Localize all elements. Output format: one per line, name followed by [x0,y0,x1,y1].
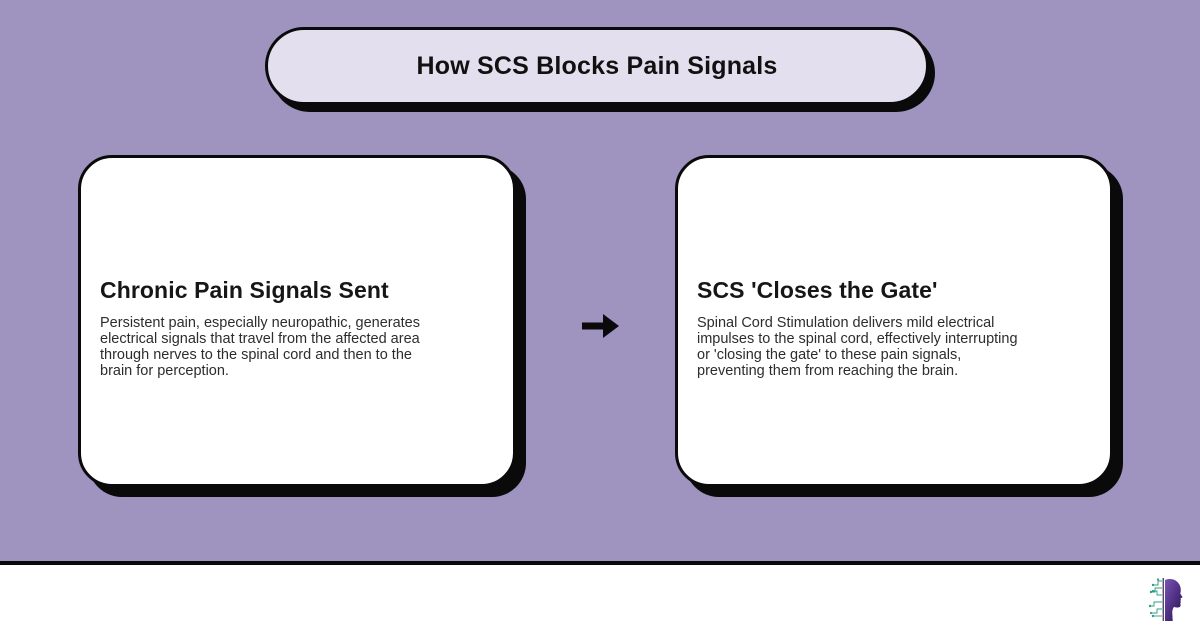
step-card-pain-signals: Chronic Pain Signals Sent Persistent pai… [78,155,516,487]
head-circuit-logo [1147,577,1187,623]
step-card-scs-gate: SCS 'Closes the Gate' Spinal Cord Stimul… [675,155,1113,487]
arrow-right-icon [579,305,621,347]
card-heading: Chronic Pain Signals Sent [100,277,389,303]
card-body: Persistent pain, especially neuropathic,… [100,315,420,379]
footer-bar [0,561,1200,630]
card-body: Spinal Cord Stimulation delivers mild el… [697,315,1018,379]
page-title: How SCS Blocks Pain Signals [416,51,778,80]
title-banner: How SCS Blocks Pain Signals [265,27,929,105]
card-heading: SCS 'Closes the Gate' [697,277,938,303]
